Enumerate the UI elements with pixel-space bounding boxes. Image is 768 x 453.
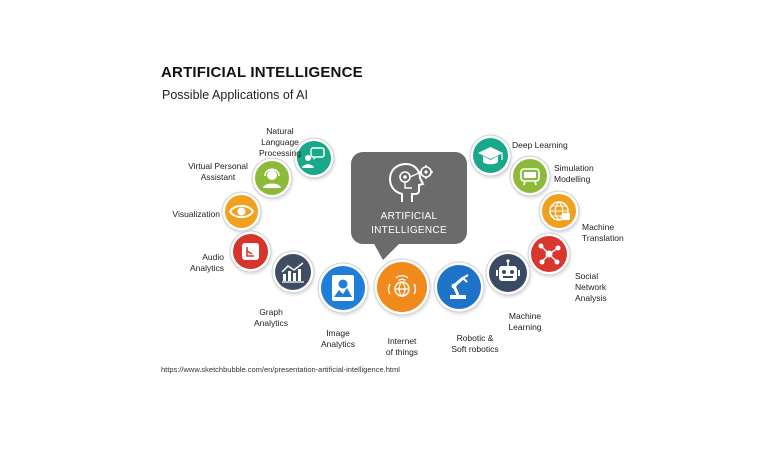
translation-globe-icon	[549, 201, 570, 221]
eye-icon	[228, 204, 255, 219]
source-url: https://www.sketchbubble.com/en/presenta…	[161, 365, 400, 374]
node-social-network-analysis	[531, 236, 567, 272]
node-audio-analytics	[233, 234, 268, 269]
simulation-icon	[520, 168, 540, 186]
graph-chart-icon	[281, 262, 304, 283]
label-visualization: Visualization	[172, 209, 220, 219]
node-graph-analytics	[275, 254, 311, 290]
node-machine-translation	[542, 194, 576, 228]
node-robotic-soft-robotics	[437, 265, 481, 309]
image-analysis-icon	[332, 275, 354, 301]
globe-signal-icon	[387, 275, 417, 297]
node-machine-learning	[489, 254, 527, 292]
node-image-analytics	[321, 266, 365, 310]
brain-gear-icon	[388, 162, 433, 202]
label-deep-learning: Deep Learning	[512, 140, 568, 150]
page-title: ARTIFICIAL INTELLIGENCE	[161, 64, 363, 81]
network-icon	[538, 243, 561, 265]
node-simulation-modelling	[513, 159, 547, 193]
node-deep-learning	[473, 138, 508, 173]
page-subtitle: Possible Applications of AI	[162, 88, 308, 102]
center-label: ARTIFICIAL INTELLIGENCE	[371, 211, 447, 236]
node-natural-language-processing	[297, 141, 331, 175]
robot-arm-icon	[450, 274, 469, 299]
node-internet-of-things	[377, 262, 427, 312]
audio-icon	[242, 243, 259, 260]
center-bubble: ARTIFICIAL INTELLIGENCE	[351, 152, 467, 260]
node-virtual-personal-assistant	[255, 161, 289, 195]
robot-head-icon	[496, 259, 520, 281]
chat-person-icon	[302, 147, 325, 168]
assistant-headset-icon	[263, 168, 281, 188]
node-visualization	[225, 195, 258, 228]
graduation-cap-icon	[478, 147, 503, 165]
label-robotic-soft-robotics: Robotic &Soft robotics	[451, 333, 499, 354]
